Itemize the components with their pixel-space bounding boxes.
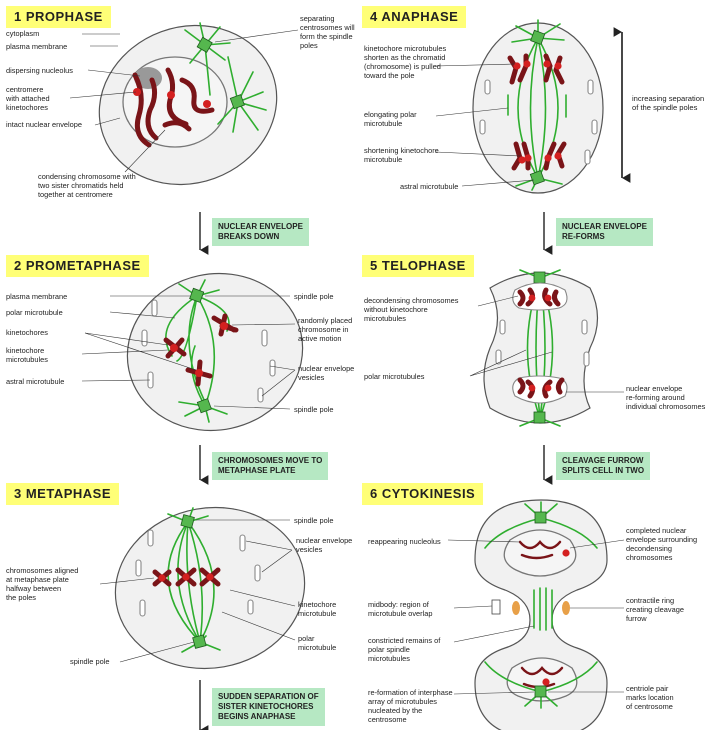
- label-reappearing-nucleolus: reappearing nucleolus: [368, 537, 441, 546]
- label-dispersing-nucleolus: dispersing nucleolus: [6, 66, 73, 75]
- label-contractile-ring: contractile ring creating cleavage furro…: [626, 596, 684, 623]
- metaphase-cell: [100, 493, 317, 684]
- label-polar-microtubules-t: polar microtubules: [364, 372, 424, 381]
- label-increasing-separation: increasing separation of the spindle pol…: [632, 94, 704, 112]
- label-elongating-polar: elongating polar microtubule: [364, 110, 417, 128]
- cytokinesis-cell: [448, 500, 624, 730]
- prometaphase-cell: [82, 257, 317, 446]
- title-anaphase: 4 ANAPHASE: [362, 6, 466, 28]
- label-envelope-reforming: nuclear envelope re-forming around indiv…: [626, 384, 705, 411]
- note-envelope-breaks-down: NUCLEAR ENVELOPE BREAKS DOWN: [212, 218, 309, 246]
- title-prometaphase: 2 PROMETAPHASE: [6, 255, 149, 277]
- label-polar-microtubule-m: polar microtubule: [298, 634, 336, 652]
- label-random-chromosome: randomly placed chromosome in active mot…: [298, 316, 352, 343]
- label-cytoplasm: cytoplasm: [6, 29, 39, 38]
- note-sudden-separation: SUDDEN SEPARATION OF SISTER KINETOCHORES…: [212, 688, 325, 726]
- label-astral-microtubule: astral microtubule: [6, 377, 64, 386]
- title-prophase: 1 PROPHASE: [6, 6, 111, 28]
- label-spindle-pole-m-top: spindle pole: [294, 516, 333, 525]
- label-kinetochore-microtubule-m: kinetochore microtubule: [298, 600, 336, 618]
- label-spindle-pole-top: spindle pole: [294, 292, 333, 301]
- label-kinetochore-shorten: kinetochore microtubules shorten as the …: [364, 44, 446, 80]
- label-separating-centrosomes: separating centrosomes will form the spi…: [300, 14, 355, 50]
- label-polar-microtubule: polar microtubule: [6, 308, 63, 317]
- label-chromosomes-aligned: chromosomes aligned at metaphase plate h…: [6, 566, 78, 602]
- title-metaphase: 3 METAPHASE: [6, 483, 119, 505]
- label-shortening-kinetochore: shortening kinetochore microtubule: [364, 146, 439, 164]
- label-constricted-remains: constricted remains of polar spindle mic…: [368, 636, 440, 663]
- label-plasma-membrane-2: plasma membrane: [6, 292, 67, 301]
- label-midbody: midbody: region of microtubule overlap: [368, 600, 433, 618]
- label-astral-microtubule-a: astral microtubule: [400, 182, 458, 191]
- label-spindle-pole-bottom: spindle pole: [294, 405, 333, 414]
- note-envelope-reforms: NUCLEAR ENVELOPE RE-FORMS: [556, 218, 653, 246]
- label-centriole-pair: centriole pair marks location of centros…: [626, 684, 674, 711]
- label-completed-envelope: completed nuclear envelope surrounding d…: [626, 526, 697, 562]
- label-spindle-pole-m-bottom: spindle pole: [70, 657, 109, 666]
- title-cytokinesis: 6 CYTOKINESIS: [362, 483, 483, 505]
- telophase-cell: [470, 270, 624, 426]
- label-kinetochore-microtubules: kinetochore microtubules: [6, 346, 48, 364]
- label-decondensing: decondensing chromosomes without kinetoc…: [364, 296, 459, 323]
- label-reformation-interphase: re-formation of interphase array of micr…: [368, 688, 453, 724]
- title-telophase: 5 TELOPHASE: [362, 255, 474, 277]
- note-cleavage-furrow: CLEAVAGE FURROW SPLITS CELL IN TWO: [556, 452, 650, 480]
- label-envelope-vesicles: nuclear envelope vesicles: [298, 364, 354, 382]
- label-kinetochores: kinetochores: [6, 328, 48, 337]
- anaphase-cell: [436, 20, 622, 193]
- label-plasma-membrane: plasma membrane: [6, 42, 67, 51]
- note-chromosomes-move: CHROMOSOMES MOVE TO METAPHASE PLATE: [212, 452, 328, 480]
- label-condensing-chromosome: condensing chromosome with two sister ch…: [38, 172, 136, 199]
- label-centromere: centromere with attached kinetochores: [6, 85, 50, 112]
- label-envelope-vesicles-m: nuclear envelope vesicles: [296, 536, 352, 554]
- label-intact-envelope: intact nuclear envelope: [6, 120, 82, 129]
